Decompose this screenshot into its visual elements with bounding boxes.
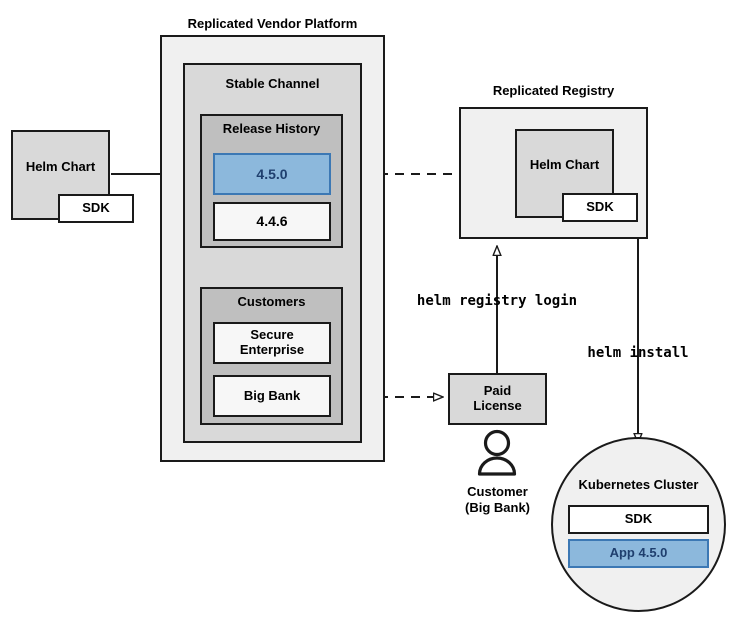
cluster-sdk-label: SDK	[624, 511, 653, 527]
release-item-4-4-6[interactable]: 4.4.6	[213, 202, 331, 241]
customer-name-label: Secure Enterprise	[239, 327, 305, 357]
source-sdk-box: SDK	[58, 194, 134, 223]
kubernetes-cluster-title: Kubernetes Cluster	[578, 477, 699, 492]
cluster-app-label: App 4.5.0	[609, 545, 668, 561]
registry-helm-chart-label: Helm Chart	[529, 157, 600, 173]
command-helm-install: helm install	[587, 345, 689, 361]
source-sdk-label: SDK	[82, 200, 110, 216]
paid-license-box: Paid License	[448, 373, 547, 425]
customer-person-icon	[477, 429, 517, 476]
customer-actor-label: Customer (Big Bank)	[465, 484, 530, 515]
cluster-sdk-box: SDK	[568, 505, 709, 534]
command-helm-registry-login: helm registry login	[416, 293, 578, 309]
paid-license-label: Paid License	[473, 383, 522, 413]
release-version-label: 4.4.6	[256, 213, 288, 230]
cluster-app-box: App 4.5.0	[568, 539, 709, 568]
customers-title: Customers	[237, 294, 306, 309]
release-history-title: Release History	[222, 121, 321, 136]
stable-channel-title: Stable Channel	[225, 76, 320, 91]
registry-sdk-box: SDK	[562, 193, 638, 222]
customer-name-label: Big Bank	[243, 387, 301, 403]
registry-sdk-label: SDK	[586, 199, 614, 215]
source-helm-chart-label: Helm Chart	[25, 158, 96, 174]
release-item-4-5-0[interactable]: 4.5.0	[213, 153, 331, 195]
customer-item-secure-enterprise[interactable]: Secure Enterprise	[213, 322, 331, 364]
release-version-label: 4.5.0	[256, 165, 288, 182]
customer-item-big-bank[interactable]: Big Bank	[213, 375, 331, 417]
registry-title: Replicated Registry	[492, 83, 615, 98]
vendor-platform-title: Replicated Vendor Platform	[187, 16, 358, 31]
